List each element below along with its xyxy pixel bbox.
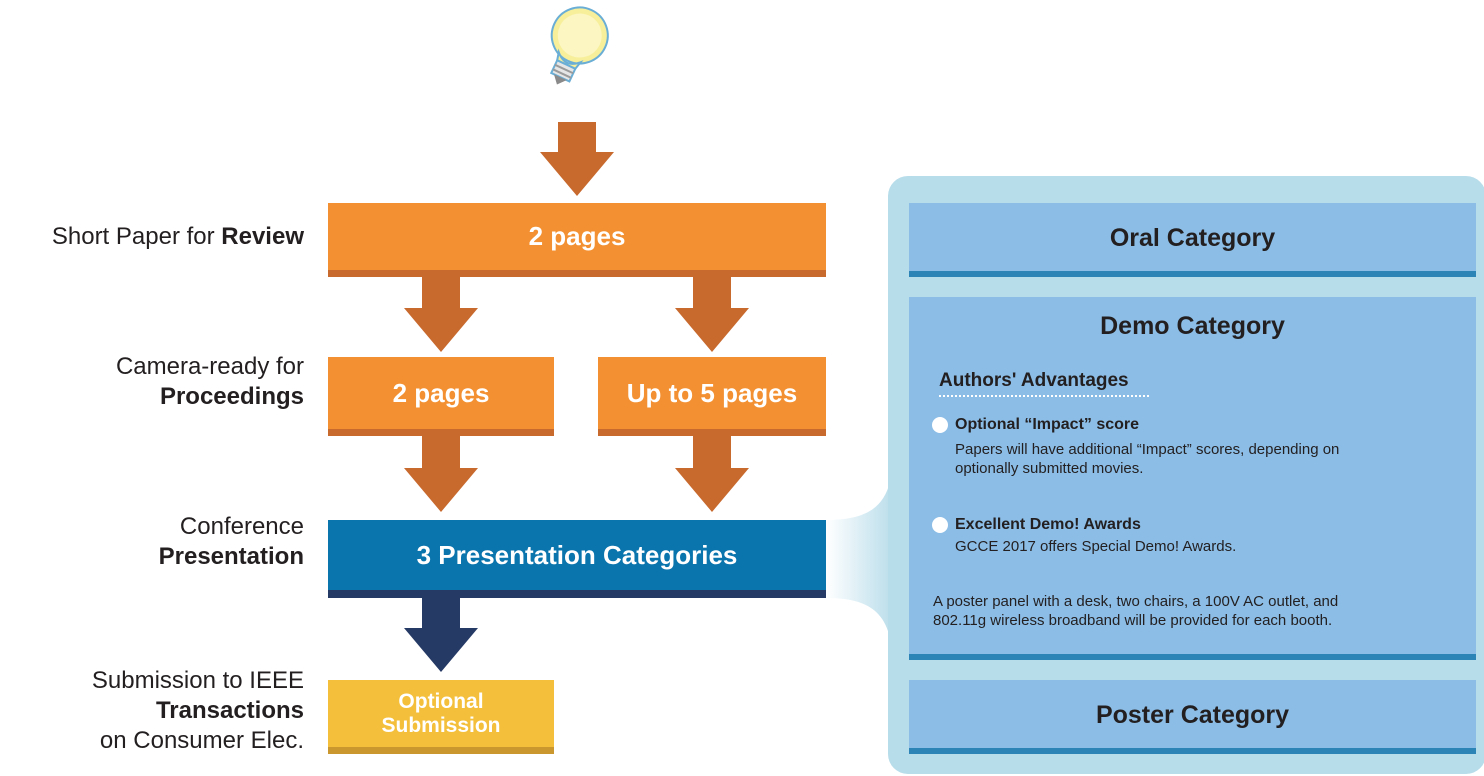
panel-connector (826, 470, 896, 650)
impact-score-title: Optional “Impact” score (955, 416, 1140, 433)
poster-category-title: Poster Category (1095, 701, 1290, 729)
impact-score-desc-line1: Papers will have additional “Impact” sco… (955, 441, 1340, 458)
arrow-down-icon (404, 598, 478, 672)
demo-category: Demo Category Authors' Advantages Option… (909, 297, 1476, 660)
arrow-down-icon (675, 436, 749, 512)
lightbulb-icon (549, 6, 609, 85)
proceedings-label-line1: Camera-ready for (115, 353, 304, 380)
authors-advantages-title: Authors' Advantages (939, 370, 1129, 391)
review-box: 2 pages (328, 203, 826, 277)
review-label-bold: Review (221, 223, 304, 250)
proceedings-box-5-pages: Up to 5 pages (598, 357, 826, 436)
oral-category-title: Oral Category (1109, 224, 1276, 252)
optional-box-line1: Optional (398, 689, 484, 713)
arrow-down-icon (675, 276, 749, 352)
presentation-label: Conference Presentation (159, 512, 304, 572)
proceedings-label-bold: Proceedings (159, 383, 304, 410)
bullet-icon (932, 517, 948, 533)
review-label: Short Paper for Review (52, 222, 304, 252)
advantages-underline (939, 393, 1149, 397)
proceedings-box-2-pages: 2 pages (328, 357, 554, 436)
transactions-label-line3: on Consumer Elec. (99, 727, 304, 754)
optional-submission-box: Optional Submission (328, 680, 554, 754)
booth-note-line1: A poster panel with a desk, two chairs, … (933, 593, 1339, 610)
proceedings-label: Camera-ready for Proceedings (116, 352, 304, 412)
presentation-label-bold: Presentation (158, 543, 304, 570)
demo-category-title: Demo Category (1100, 312, 1285, 340)
optional-box-line2: Submission (381, 713, 501, 737)
demo-awards-title: Excellent Demo! Awards (955, 516, 1141, 533)
review-label-prefix: Short Paper for (51, 223, 222, 250)
arrow-down-icon (404, 436, 478, 512)
presentation-box: 3 Presentation Categories (328, 520, 826, 598)
demo-awards-desc: GCCE 2017 offers Special Demo! Awards. (955, 538, 1237, 555)
presentation-label-line1: Conference (179, 513, 304, 540)
bullet-icon (932, 417, 948, 433)
booth-note-line2: 802.11g wireless broadband will be provi… (933, 612, 1333, 629)
poster-category: Poster Category (909, 680, 1476, 754)
impact-score-desc-line2: optionally submitted movies. (955, 460, 1144, 477)
transactions-label-line1: Submission to IEEE (91, 667, 304, 694)
arrow-down-icon (404, 276, 478, 352)
transactions-label: Submission to IEEE Transactions on Consu… (92, 666, 304, 756)
transactions-label-bold: Transactions (155, 697, 304, 724)
oral-category: Oral Category (909, 203, 1476, 277)
arrow-down-icon (540, 122, 614, 196)
